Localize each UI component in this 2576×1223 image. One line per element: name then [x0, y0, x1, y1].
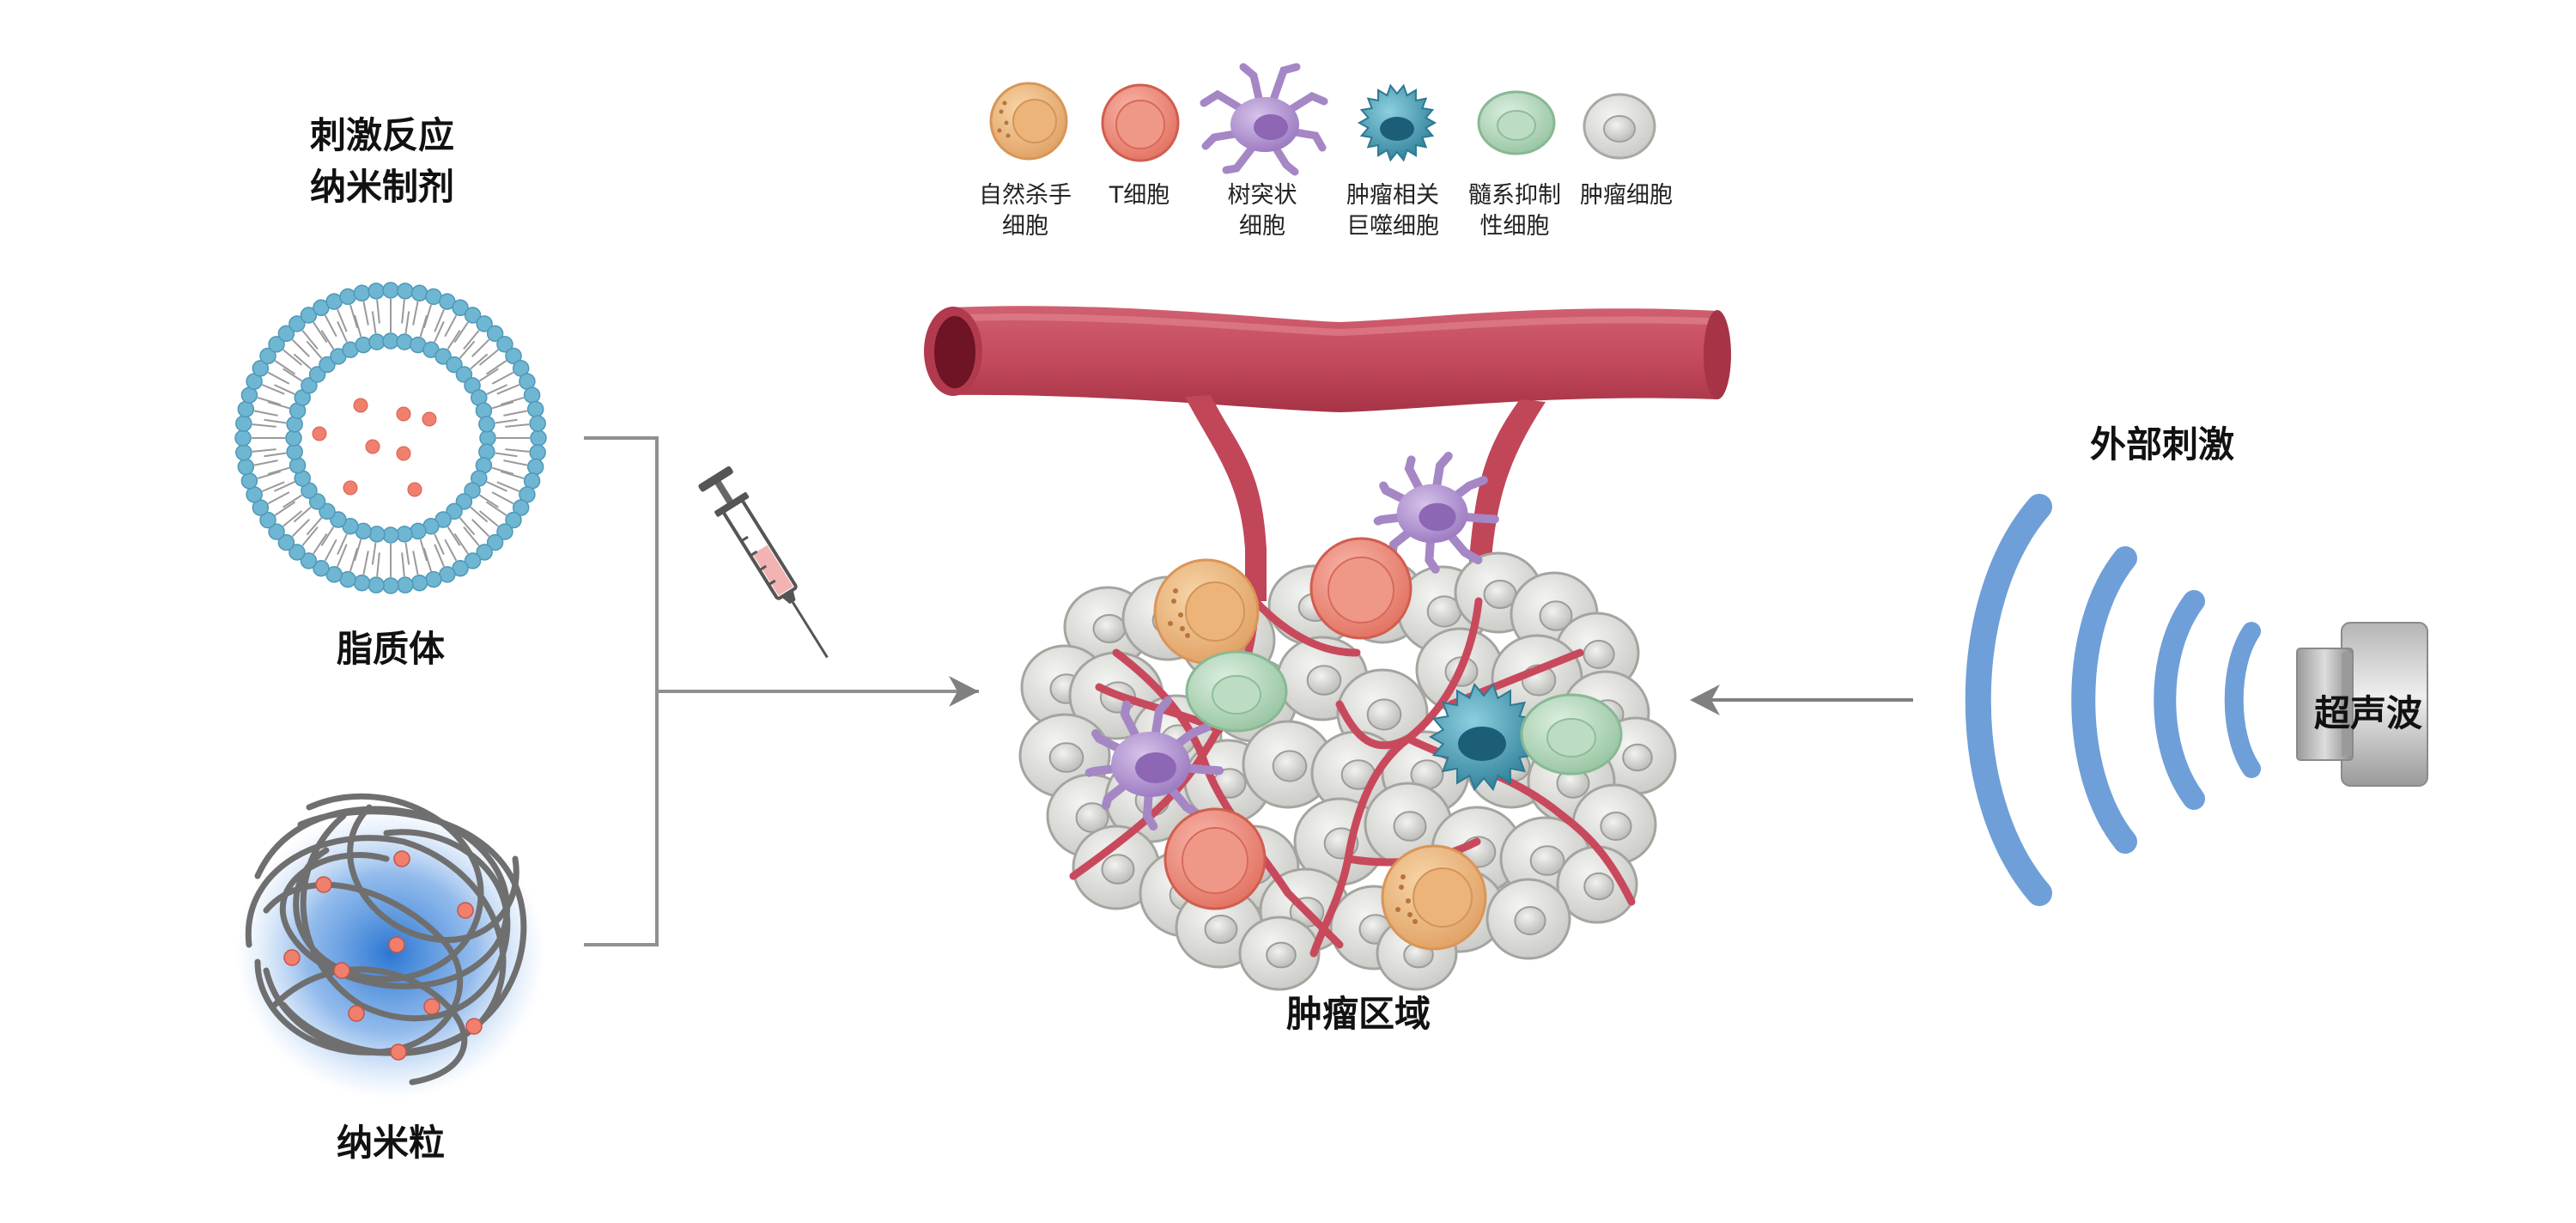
blood-vessel — [924, 306, 1731, 601]
arrow-from-ultrasound — [1690, 685, 1913, 715]
t-cell-icon — [1101, 83, 1180, 162]
nanoparticle-label: 纳米粒 — [337, 1122, 445, 1164]
legend-nk-line2: 细胞 — [1002, 213, 1048, 240]
legend-nk-line1: 自然杀手 — [979, 182, 1072, 209]
legend-tumor-line1: 肿瘤细胞 — [1580, 182, 1673, 209]
nanoparticle-illustration — [236, 793, 545, 1099]
legend-dc-line1: 树突状 — [1228, 182, 1297, 209]
legend-mac-line1: 肿瘤相关 — [1346, 182, 1439, 209]
immune-cells — [1084, 452, 1623, 951]
tumor-cell — [1242, 720, 1334, 809]
tumor-cell-icon — [1583, 93, 1656, 160]
formulation-title-line1: 刺激反应 — [310, 114, 454, 156]
legend-mdsc-line1: 髓系抑制 — [1468, 182, 1561, 209]
mdsc-cell — [1185, 650, 1288, 733]
liposome-label: 脂质体 — [337, 628, 445, 670]
tumor-cell — [1485, 878, 1571, 960]
cell-legend: 自然杀手 细胞 T细胞 树突状 细胞 肿瘤相关 巨噬细胞 髓系抑制 性细胞 肿瘤… — [979, 63, 1673, 240]
legend-mdsc-line2: 性细胞 — [1480, 213, 1550, 240]
ultrasound-device-icon — [2296, 622, 2428, 787]
nanoparticle-drug-dots — [283, 850, 483, 1061]
dendritic-cell — [1084, 696, 1224, 831]
mdsc-icon — [1477, 90, 1556, 155]
macrophage-icon — [1357, 83, 1437, 162]
ultrasound-label: 超声波 — [2314, 692, 2422, 734]
syringe-icon — [698, 465, 829, 659]
nk-cell-icon — [989, 82, 1068, 161]
tumor-region-label: 肿瘤区域 — [1286, 993, 1431, 1035]
legend-dc-line2: 细胞 — [1239, 213, 1285, 240]
dendritic-cell — [1373, 452, 1499, 574]
nk-cell — [1381, 844, 1487, 951]
formulation-title-line2: 纳米制剂 — [310, 166, 454, 208]
liposome-illustration — [234, 282, 547, 594]
legend-mac-line2: 巨噬细胞 — [1346, 213, 1439, 240]
external-stimulus-title: 外部刺激 — [2090, 423, 2234, 465]
t-cell — [1309, 537, 1413, 640]
mdsc-cell — [1520, 693, 1623, 776]
t-cell — [1163, 807, 1267, 910]
legend-t-line1: T细胞 — [1109, 182, 1170, 209]
macrophage-cell — [1428, 682, 1540, 792]
nk-cell — [1153, 558, 1260, 665]
formulation-bracket — [584, 436, 979, 946]
ultrasound-waves — [1965, 494, 2261, 906]
tumor-cell — [1556, 845, 1638, 924]
tumor-cell — [1238, 916, 1321, 991]
dendritic-cell-icon — [1200, 63, 1328, 176]
arrow-to-tumor — [949, 676, 979, 707]
